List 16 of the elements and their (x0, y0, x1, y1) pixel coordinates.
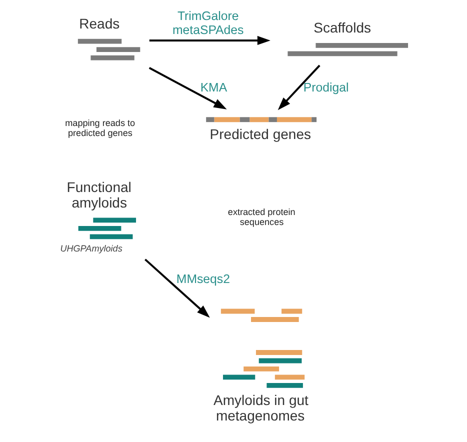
arrow (278, 64, 320, 110)
label: extracted protein sequences (228, 207, 296, 227)
node-label: Amyloids in gut metagenomes (214, 392, 308, 424)
node-label: Reads (79, 16, 120, 32)
edge-label: MMseqs2 (176, 272, 230, 286)
label: mapping reads to predicted genes (65, 118, 136, 138)
node-label: Scaffolds (314, 20, 372, 36)
arrow (148, 66, 227, 110)
node-label: UHGPAmyloids (60, 243, 122, 254)
node-label: Predicted genes (210, 126, 311, 142)
arrow (149, 36, 270, 46)
arrow (144, 258, 210, 318)
edge-label: Prodigal (303, 80, 349, 95)
edge-label: TrimGalore metaSPAdes (172, 8, 244, 37)
edge-label: KMA (200, 80, 228, 95)
node-label: Functional amyloids (66, 178, 132, 210)
